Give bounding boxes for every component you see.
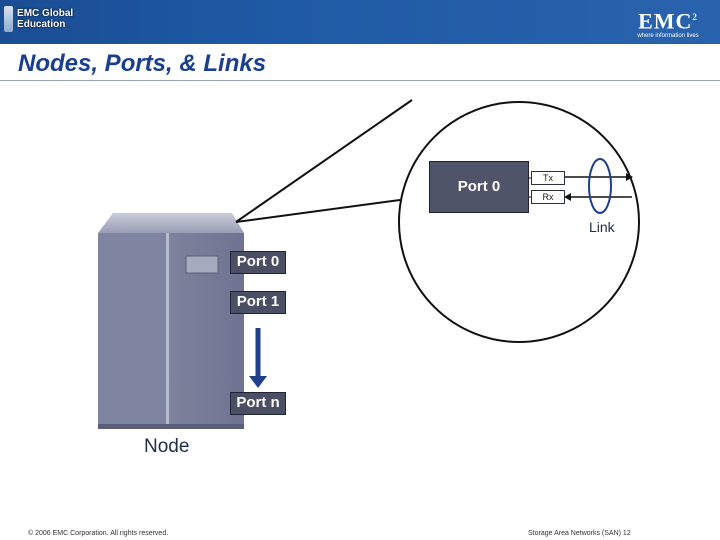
emc-logo: EMC2 where information lives [628, 6, 708, 40]
rx-connector: Rx [531, 190, 565, 204]
emc-logo-text: EMC [638, 8, 693, 34]
zoom-line-top [235, 99, 413, 223]
zoom-line-bottom [235, 199, 401, 223]
node-port-0: Port 0 [230, 251, 286, 274]
node-label: Node [144, 436, 190, 457]
global-education-text: EMC Global Education [17, 8, 74, 30]
zoom-circle [398, 101, 640, 343]
footer-course: Storage Area Networks (SAN) 12 [528, 530, 631, 537]
global-education-logo: EMC Global Education [4, 4, 114, 34]
header-banner: EMC Global Education EMC2 where informat… [0, 0, 720, 44]
link-cables [564, 158, 633, 214]
title-divider [0, 80, 720, 81]
link-label: Link [589, 219, 615, 235]
node-port-n: Port n [230, 392, 286, 415]
link-ellipse [588, 158, 612, 214]
emc-tagline: where information lives [637, 33, 699, 40]
brand-mark-icon [4, 6, 14, 32]
tx-connector: Tx [531, 171, 565, 185]
node-port-1: Port 1 [230, 291, 286, 314]
slide-title: Nodes, Ports, & Links [18, 50, 267, 77]
server-node-icon [98, 213, 244, 429]
port-sequence-arrow [249, 328, 267, 388]
zoomed-port-0: Port 0 [429, 161, 529, 213]
footer-copyright: © 2006 EMC Corporation. All rights reser… [28, 530, 169, 537]
emc-logo-superscript: 2 [692, 12, 698, 22]
